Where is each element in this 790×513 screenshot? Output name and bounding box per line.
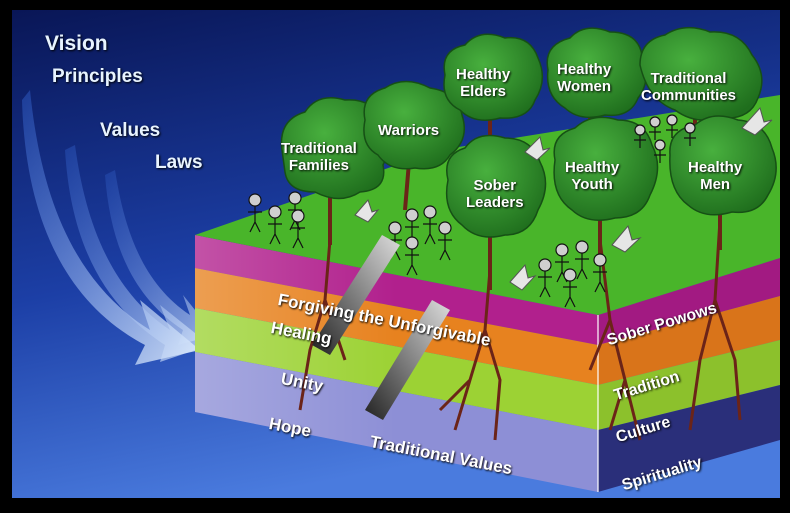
label-healthy-elders: Healthy Elders (456, 66, 510, 100)
laws-label: Laws (155, 152, 203, 174)
label-traditional-communities: Traditional Communities (641, 70, 736, 104)
label-healthy-women: Healthy Women (557, 61, 611, 95)
label-healthy-youth: Healthy Youth (565, 159, 619, 193)
label-warriors: Warriors (378, 122, 439, 139)
label-healthy-men: Healthy Men (688, 159, 742, 193)
values-label: Values (100, 120, 160, 142)
principles-label: Principles (52, 66, 143, 88)
label-sober-leaders: Sober Leaders (466, 177, 524, 211)
label-traditional-families: Traditional Families (281, 140, 357, 174)
vision-label: Vision (45, 32, 108, 56)
